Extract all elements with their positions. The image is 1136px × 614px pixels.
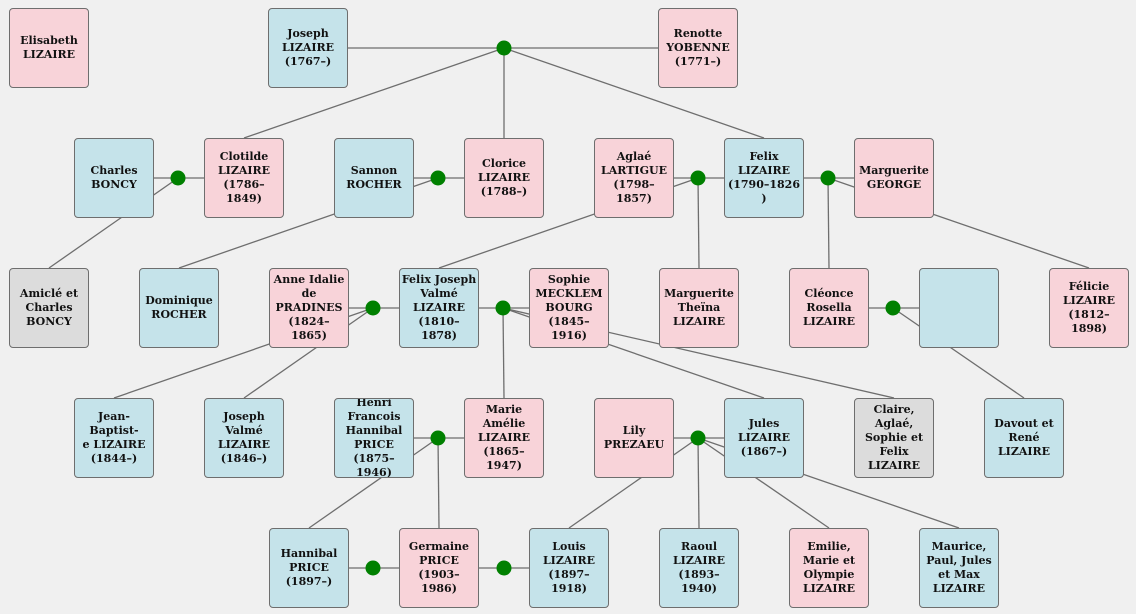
- union-dot[interactable]: [495, 300, 511, 316]
- person-marguerite-george[interactable]: Marguerite GEORGE: [854, 138, 934, 218]
- person-label: Aglaé LARTIGUE (1798–1857): [601, 150, 667, 205]
- person-label: Felix Joseph Valmé LIZAIRE (1810–1878): [401, 273, 477, 342]
- person-label: Claire, Aglaé, Sophie et Felix LIZAIRE: [864, 403, 924, 472]
- person-label: Clorice LIZAIRE (1788–): [477, 157, 531, 198]
- person-lily-prezaeu[interactable]: Lily PREZAEU: [594, 398, 674, 478]
- union-dot[interactable]: [820, 170, 836, 186]
- union-dot[interactable]: [496, 40, 512, 56]
- union-dot[interactable]: [690, 170, 706, 186]
- person-label: Félicie LIZAIRE (1812–1898): [1062, 280, 1116, 335]
- person-label: Joseph Valmé LIZAIRE (1846–): [217, 410, 271, 465]
- person-label: Marguerite Theïna LIZAIRE: [664, 287, 734, 328]
- person-label: Cléonce Rosella LIZAIRE: [802, 287, 856, 328]
- person-felix-lizaire[interactable]: Felix LIZAIRE (1790–1826 ): [724, 138, 804, 218]
- person-label: Lily PREZAEU: [603, 424, 665, 451]
- person-label: Marie Amélie LIZAIRE (1865–1947): [477, 403, 531, 472]
- person-amicle-charles-boncy[interactable]: Amiclé et Charles BONCY: [9, 268, 89, 348]
- person-felicie-lizaire[interactable]: Félicie LIZAIRE (1812–1898): [1049, 268, 1129, 348]
- person-label: Amiclé et Charles BONCY: [19, 287, 79, 328]
- person-claire-aglae-sophie-felix-lizaire[interactable]: Claire, Aglaé, Sophie et Felix LIZAIRE: [854, 398, 934, 478]
- person-label: Hannibal PRICE (1897–): [280, 547, 338, 588]
- person-label: Joseph LIZAIRE (1767–): [281, 27, 335, 68]
- person-label: Charles BONCY: [90, 164, 138, 191]
- union-dot[interactable]: [430, 430, 446, 446]
- person-clotilde-lizaire[interactable]: Clotilde LIZAIRE (1786–1849): [204, 138, 284, 218]
- person-joseph-lizaire[interactable]: Joseph LIZAIRE (1767–): [268, 8, 348, 88]
- person-cleonce-rosella-lizaire[interactable]: Cléonce Rosella LIZAIRE: [789, 268, 869, 348]
- person-label: Henri Francois Hannibal PRICE (1875–1946…: [345, 398, 403, 478]
- union-dot[interactable]: [170, 170, 186, 186]
- person-label: Clotilde LIZAIRE (1786–1849): [217, 150, 271, 205]
- child-link: [243, 307, 374, 399]
- union-dot[interactable]: [496, 560, 512, 576]
- person-label: Anne Idalie de PRADINES (1824–1865): [273, 273, 345, 342]
- person-elisabeth-lizaire[interactable]: Elisabeth LIZAIRE: [9, 8, 89, 88]
- person-hannibal-price[interactable]: Hannibal PRICE (1897–): [269, 528, 349, 608]
- person-germaine-price[interactable]: Germaine PRICE (1903–1986): [399, 528, 479, 608]
- child-link: [892, 307, 1025, 399]
- person-label: Sophie MECKLEM BOURG (1845–1916): [535, 273, 603, 342]
- union-dot[interactable]: [690, 430, 706, 446]
- child-link: [697, 437, 700, 529]
- person-anne-idalie-de-pradines[interactable]: Anne Idalie de PRADINES (1824–1865): [269, 268, 349, 348]
- child-link: [502, 307, 505, 399]
- person-label: Felix LIZAIRE (1790–1826 ): [728, 150, 800, 205]
- person-jean-baptiste-lizaire[interactable]: Jean-Baptist- e LIZAIRE (1844–): [74, 398, 154, 478]
- person-label: Raoul LIZAIRE (1893–1940): [672, 540, 726, 595]
- person-marguerite-theina-lizaire[interactable]: Marguerite Theïna LIZAIRE: [659, 268, 739, 348]
- person-renotte-yobenne[interactable]: Renotte YOBENNE (1771–): [658, 8, 738, 88]
- child-link: [697, 437, 830, 529]
- person-label: Maurice, Paul, Jules et Max LIZAIRE: [926, 540, 992, 595]
- person-label: Renotte YOBENNE (1771–): [666, 27, 730, 68]
- person-label: Marguerite GEORGE: [859, 164, 929, 191]
- child-link: [308, 437, 439, 529]
- person-label: Davout et René LIZAIRE: [994, 417, 1054, 458]
- child-link: [48, 177, 179, 269]
- person-label: Jules LIZAIRE (1867–): [737, 417, 791, 458]
- child-link: [697, 177, 700, 269]
- person-dominique-rocher[interactable]: Dominique ROCHER: [139, 268, 219, 348]
- child-link: [503, 47, 765, 139]
- person-clorice-lizaire[interactable]: Clorice LIZAIRE (1788–): [464, 138, 544, 218]
- person-label: Elisabeth LIZAIRE: [20, 34, 78, 61]
- person-charles-boncy[interactable]: Charles BONCY: [74, 138, 154, 218]
- person-label: Sannon ROCHER: [346, 164, 402, 191]
- union-dot[interactable]: [365, 560, 381, 576]
- person-label: Jean-Baptist- e LIZAIRE (1844–): [82, 410, 146, 465]
- person-raoul-lizaire[interactable]: Raoul LIZAIRE (1893–1940): [659, 528, 739, 608]
- person-marie-amelie-lizaire[interactable]: Marie Amélie LIZAIRE (1865–1947): [464, 398, 544, 478]
- person-felix-joseph-valme-lizaire[interactable]: Felix Joseph Valmé LIZAIRE (1810–1878): [399, 268, 479, 348]
- person-emilie-marie-olympie-lizaire[interactable]: Emilie, Marie et Olympie LIZAIRE: [789, 528, 869, 608]
- person-davout-rene-lizaire[interactable]: Davout et René LIZAIRE: [984, 398, 1064, 478]
- union-dot[interactable]: [430, 170, 446, 186]
- person-label: Emilie, Marie et Olympie LIZAIRE: [802, 540, 856, 595]
- child-link: [827, 177, 830, 269]
- person-sannon-rocher[interactable]: Sannon ROCHER: [334, 138, 414, 218]
- person-sophie-mecklembourg[interactable]: Sophie MECKLEM BOURG (1845–1916): [529, 268, 609, 348]
- person-label: Dominique ROCHER: [145, 294, 213, 321]
- person-maurice-paul-jules-max-lizaire[interactable]: Maurice, Paul, Jules et Max LIZAIRE: [919, 528, 999, 608]
- person-label: Germaine PRICE (1903–1986): [408, 540, 470, 595]
- person-joseph-valme-lizaire[interactable]: Joseph Valmé LIZAIRE (1846–): [204, 398, 284, 478]
- union-dot[interactable]: [885, 300, 901, 316]
- person-henri-francois-hannibal-price[interactable]: Henri Francois Hannibal PRICE (1875–1946…: [334, 398, 414, 478]
- person-louis-lizaire[interactable]: Louis LIZAIRE (1897–1918): [529, 528, 609, 608]
- child-link: [568, 437, 699, 529]
- person-aglae-lartigue[interactable]: Aglaé LARTIGUE (1798–1857): [594, 138, 674, 218]
- person-jules-lizaire[interactable]: Jules LIZAIRE (1867–): [724, 398, 804, 478]
- person-label: Louis LIZAIRE (1897–1918): [542, 540, 596, 595]
- person-unnamed-spouse[interactable]: [919, 268, 999, 348]
- child-link: [437, 437, 440, 529]
- union-dot[interactable]: [365, 300, 381, 316]
- child-link: [243, 47, 505, 139]
